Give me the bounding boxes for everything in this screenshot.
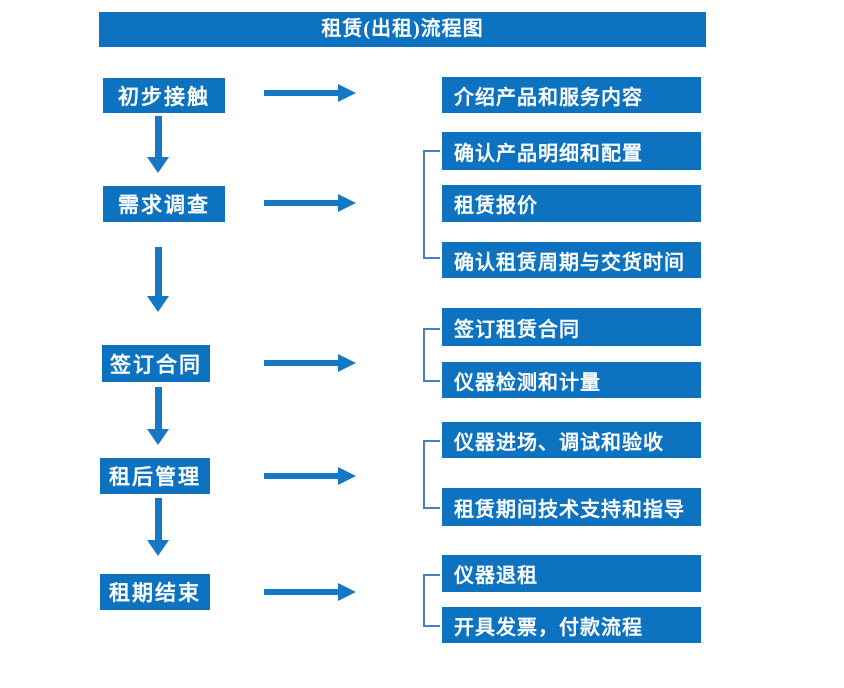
down-arrow-head bbox=[147, 296, 169, 312]
bracket-group-5 bbox=[423, 574, 440, 627]
output-box-intro-products: 介绍产品和服务内容 bbox=[442, 77, 701, 113]
right-arrow-shaft bbox=[264, 360, 338, 366]
right-arrow-icon-1 bbox=[264, 84, 356, 102]
right-arrow-icon-3 bbox=[264, 354, 356, 372]
right-arrow-shaft bbox=[264, 90, 338, 96]
right-arrow-icon-4 bbox=[264, 467, 356, 485]
output-box-instrument-testing: 仪器检测和计量 bbox=[442, 362, 701, 398]
output-box-confirm-period-delivery: 确认租赁周期与交货时间 bbox=[442, 242, 701, 278]
down-arrow-icon-3 bbox=[147, 387, 169, 445]
down-arrow-icon-2 bbox=[147, 247, 169, 312]
flowchart-title: 租赁(出租)流程图 bbox=[99, 12, 706, 47]
step-box-post-rental-management: 租后管理 bbox=[100, 458, 210, 494]
output-box-rental-quote: 租赁报价 bbox=[442, 185, 701, 222]
bracket-group-3 bbox=[423, 328, 440, 382]
down-arrow-icon-4 bbox=[147, 498, 169, 556]
down-arrow-head bbox=[147, 157, 169, 173]
step-box-sign-contract: 签订合同 bbox=[102, 345, 210, 382]
down-arrow-shaft bbox=[154, 387, 162, 429]
step-box-demand-survey: 需求调查 bbox=[103, 186, 225, 222]
right-arrow-icon-2 bbox=[264, 194, 356, 212]
step-box-rental-end: 租期结束 bbox=[100, 574, 210, 610]
down-arrow-icon-1 bbox=[147, 116, 169, 173]
right-arrow-shaft bbox=[264, 200, 338, 206]
output-box-confirm-product-details: 确认产品明细和配置 bbox=[442, 132, 701, 170]
down-arrow-shaft bbox=[154, 498, 162, 540]
right-arrow-head bbox=[338, 354, 356, 372]
output-box-sign-rental-contract: 签订租赁合同 bbox=[442, 308, 701, 346]
bracket-group-2 bbox=[423, 150, 440, 259]
step-box-initial-contact: 初步接触 bbox=[103, 78, 225, 113]
right-arrow-head bbox=[338, 467, 356, 485]
output-box-instrument-return: 仪器退租 bbox=[442, 555, 701, 592]
right-arrow-head bbox=[338, 84, 356, 102]
down-arrow-head bbox=[147, 540, 169, 556]
right-arrow-head bbox=[338, 583, 356, 601]
right-arrow-icon-5 bbox=[264, 583, 356, 601]
right-arrow-shaft bbox=[264, 589, 338, 595]
output-box-instrument-setup-acceptance: 仪器进场、调试和验收 bbox=[442, 422, 701, 458]
down-arrow-shaft bbox=[154, 116, 162, 157]
output-box-invoice-payment: 开具发票，付款流程 bbox=[442, 607, 701, 643]
output-box-tech-support: 租赁期间技术支持和指导 bbox=[442, 488, 701, 526]
down-arrow-head bbox=[147, 429, 169, 445]
right-arrow-head bbox=[338, 194, 356, 212]
right-arrow-shaft bbox=[264, 473, 338, 479]
down-arrow-shaft bbox=[154, 247, 162, 296]
bracket-group-4 bbox=[423, 440, 440, 509]
